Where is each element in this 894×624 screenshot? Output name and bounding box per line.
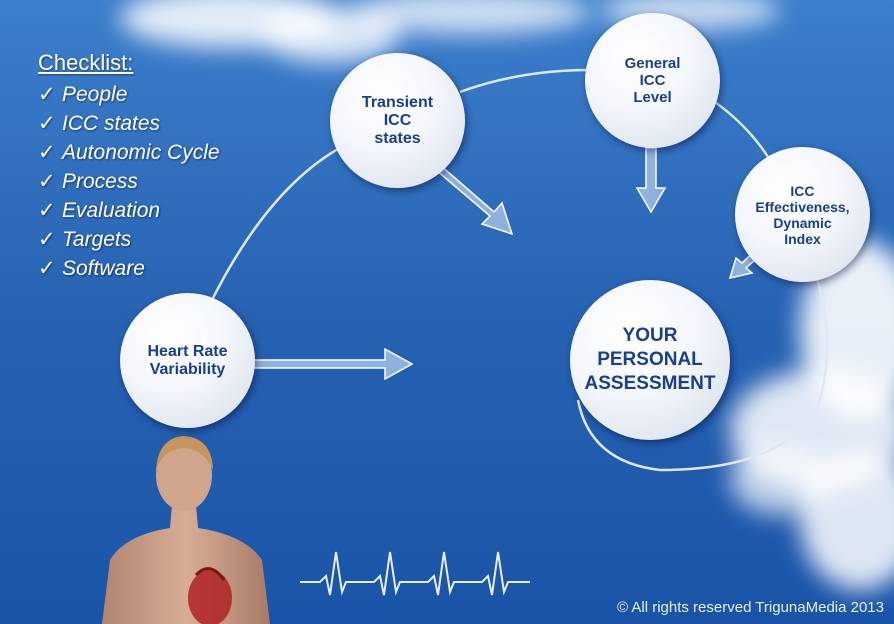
node-general-icc-level: General ICC Level [585,13,720,148]
check-icon: ✓ [38,112,56,135]
arrow-hrv [251,347,414,381]
arrow-transient [434,163,514,236]
connector-lines [210,68,829,472]
checklist-item: ✓ Evaluation [38,196,220,225]
node-transient-icc-states: Transient ICC states [330,53,465,188]
node-label: Heart Rate Variability [147,342,228,378]
node-label: Transient ICC states [361,93,434,147]
node-icc-effectiveness: ICC Effectiveness, Dynamic Index [735,147,870,282]
check-icon: ✓ [38,199,56,222]
checklist-title-colon: : [127,50,134,75]
node-label: YOUR PERSONAL ASSESSMENT [584,325,716,394]
check-icon: ✓ [38,83,56,106]
checklist-item-label: Targets [62,228,132,251]
checklist-item-label: People [62,83,128,106]
check-icon: ✓ [38,170,56,193]
clouds [120,0,894,590]
check-icon: ✓ [38,141,56,164]
checklist-item: ✓ ICC states [38,109,220,138]
checklist-item: ✓ Autonomic Cycle [38,138,220,167]
node-heart-rate-variability: Heart Rate Variability [120,293,255,428]
arrow-general [635,147,667,214]
human-figure [102,436,270,624]
check-icon: ✓ [38,257,56,280]
ecg-trace [300,551,530,596]
checklist-item-label: Evaluation [62,199,161,222]
node-label: General ICC Level [624,55,681,106]
checklist-item-label: Autonomic Cycle [62,141,220,164]
check-icon: ✓ [38,228,56,251]
copyright-notice: © All rights reserved TrigunaMedia 2013 [616,599,884,616]
heart-image [188,570,232,624]
checklist-item-label: Process [62,170,138,193]
node-label: ICC Effectiveness, Dynamic Index [755,182,850,247]
checklist-item: ✓ People [38,80,220,109]
checklist-item-label: ICC states [62,112,161,135]
checklist-item-label: Software [62,257,145,280]
checklist-item: ✓ Software [38,254,220,283]
node-personal-assessment: YOUR PERSONAL ASSESSMENT [570,280,730,440]
checklist: Checklist: ✓ People ✓ ICC states ✓ Autonomi… [38,50,220,283]
checklist-title: Checklist [38,50,128,75]
checklist-item: ✓ Targets [38,225,220,254]
checklist-item: ✓ Process [38,167,220,196]
